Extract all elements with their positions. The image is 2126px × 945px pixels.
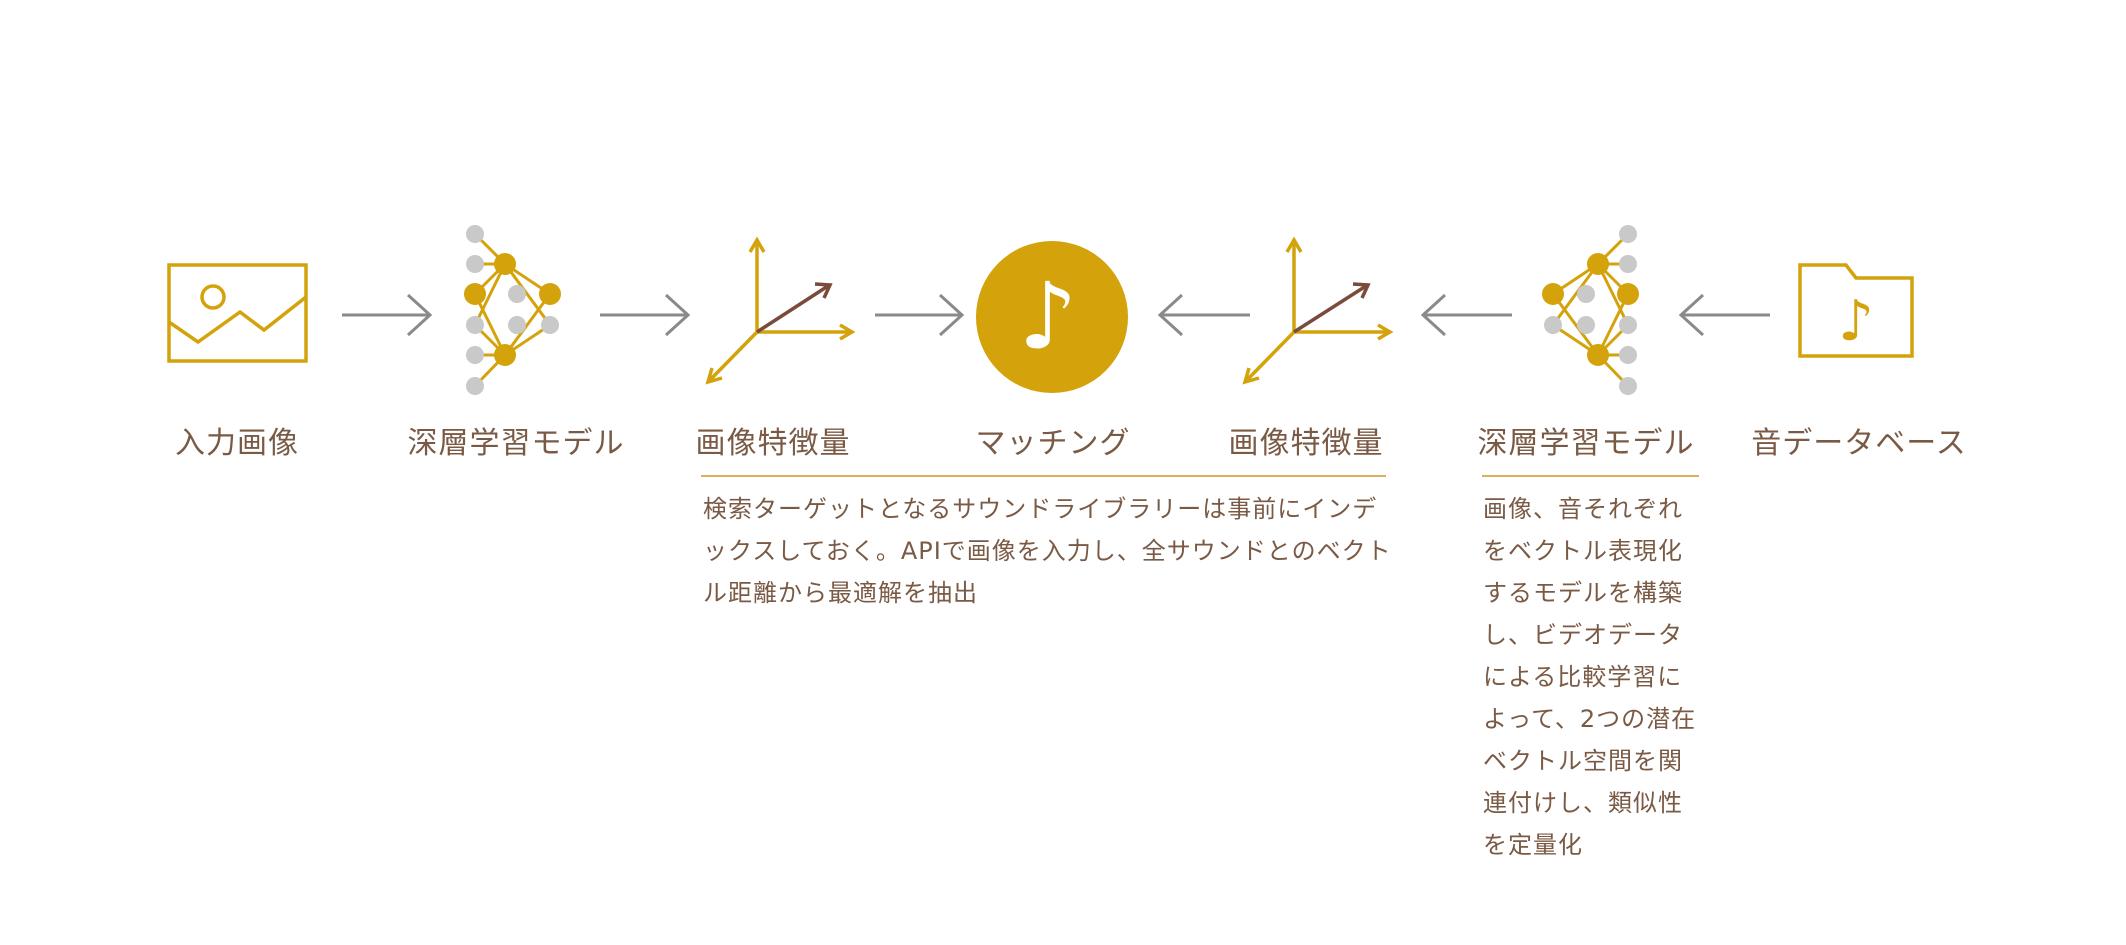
label-deep-model-left: 深層学習モデル [407, 426, 625, 461]
network-node [1619, 316, 1637, 334]
label-image-features-right: 画像特徴量 [1228, 426, 1384, 461]
divider [701, 475, 1386, 477]
network-node [508, 316, 526, 334]
network-edge [503, 263, 552, 326]
network-edge [1551, 263, 1600, 326]
arrow-right-icon [342, 293, 433, 337]
network-node [539, 283, 561, 305]
label-input-image: 入力画像 [175, 426, 299, 461]
network-node [464, 283, 486, 305]
neural-network-icon [464, 225, 561, 395]
network-node [466, 346, 484, 364]
divider [1482, 475, 1699, 477]
network-edge [1596, 293, 1630, 356]
network-node [1577, 316, 1595, 334]
network-node [466, 316, 484, 334]
vector-axes-icon [705, 236, 856, 385]
network-node [1619, 255, 1637, 273]
arrow-left-icon [1678, 293, 1770, 337]
label-matching: マッチング [975, 426, 1131, 461]
model-description: 画像、音それぞれをベクトル表現化するモデルを構築し、ビデオデータによる比較学習に… [1483, 495, 1697, 859]
svg-text:♪: ♪ [1838, 289, 1874, 354]
network-node [1619, 346, 1637, 364]
network-edge [503, 293, 552, 356]
network-node [1577, 285, 1595, 303]
network-node [1619, 377, 1637, 395]
music-folder-icon: ♪ [1798, 263, 1914, 358]
label-sound-database: 音データベース [1751, 426, 1967, 461]
arrow-right-icon [600, 293, 691, 337]
network-node [1542, 283, 1564, 305]
music-note-circle-icon: ♪ [976, 241, 1128, 393]
vector-axes-icon [1242, 236, 1394, 385]
network-edge [1596, 263, 1630, 326]
matching-description: 検索ターゲットとなるサウンドライブラリーは事前にインデックスしておく。APIで画… [703, 495, 1392, 607]
image-icon [167, 263, 308, 363]
label-deep-model-right: 深層学習モデル [1477, 426, 1695, 461]
network-node [1619, 225, 1637, 243]
network-edge [1551, 293, 1600, 356]
label-image-features-left: 画像特徴量 [695, 426, 851, 461]
svg-text:♪: ♪ [1019, 263, 1078, 370]
network-node [541, 316, 559, 334]
network-node [466, 377, 484, 395]
network-node [466, 225, 484, 243]
network-node [1587, 344, 1609, 366]
network-node [1544, 316, 1562, 334]
network-node [466, 255, 484, 273]
arrow-right-icon [875, 293, 965, 337]
network-node [1587, 253, 1609, 275]
network-node [508, 285, 526, 303]
network-node [1617, 283, 1639, 305]
arrow-left-icon [1420, 293, 1512, 337]
network-edge [473, 263, 507, 326]
network-edge [473, 293, 507, 356]
network-node [494, 344, 516, 366]
arrow-left-icon [1157, 293, 1250, 337]
network-node [494, 253, 516, 275]
neural-network-icon [1542, 225, 1639, 395]
